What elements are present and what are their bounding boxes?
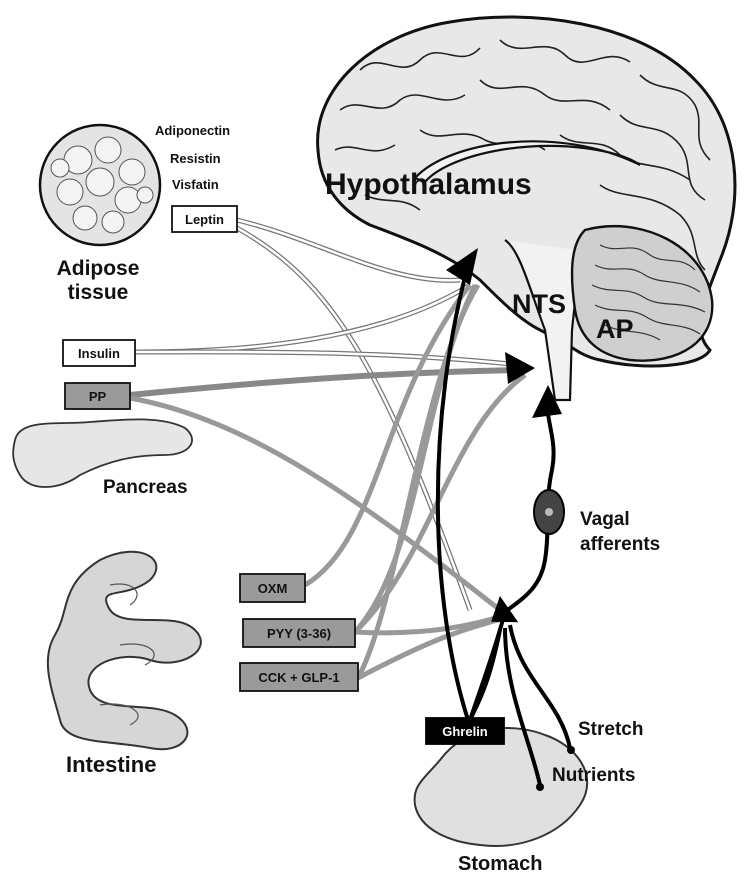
intestine-label: Intestine xyxy=(66,752,156,777)
hypothalamus-label: Hypothalamus xyxy=(325,168,532,201)
resistin-label: Resistin xyxy=(170,151,221,166)
stretch-receptor-dot xyxy=(567,746,575,754)
pyy-box: PYY (3-36) xyxy=(243,619,355,647)
cck-glp1-box: CCK + GLP-1 xyxy=(240,663,358,691)
pyy-label: PYY (3-36) xyxy=(267,626,331,641)
leptin-label: Leptin xyxy=(185,212,224,227)
leptin-box: Leptin xyxy=(172,206,237,232)
pp-box: PP xyxy=(65,383,130,409)
insulin-box: Insulin xyxy=(63,340,135,366)
vagal-afferents-label-line2: afferents xyxy=(580,534,660,555)
oxm-label: OXM xyxy=(258,581,288,596)
intestine-organ xyxy=(48,552,201,749)
nutrient-receptor-dot xyxy=(536,783,544,791)
adipose-label-line1: Adipose xyxy=(57,257,140,280)
visfatin-label: Visfatin xyxy=(172,177,219,192)
brain xyxy=(318,17,735,400)
ghrelin-label: Ghrelin xyxy=(442,724,488,739)
pancreas-label: Pancreas xyxy=(103,477,188,498)
vagal-afferents-label-line1: Vagal xyxy=(580,509,630,530)
insulin-label: Insulin xyxy=(78,346,120,361)
stomach-organ xyxy=(415,728,588,846)
insulin-pathway xyxy=(135,285,470,352)
nutrients-label: Nutrients xyxy=(552,765,635,786)
ghrelin-box: Ghrelin xyxy=(426,718,504,744)
stomach-label: Stomach xyxy=(458,853,542,875)
adipose-label-line2: tissue xyxy=(68,281,129,304)
adiponectin-label: Adiponectin xyxy=(155,123,230,138)
nts-label: NTS xyxy=(512,289,566,319)
stretch-label: Stretch xyxy=(578,719,643,740)
oxm-box: OXM xyxy=(240,574,305,602)
pp-label: PP xyxy=(89,389,107,404)
pp-pathway xyxy=(130,370,520,395)
adipose-tissue xyxy=(40,125,160,245)
hormone-pathways xyxy=(130,220,525,678)
cck-glp1-label: CCK + GLP-1 xyxy=(258,670,339,685)
ap-label: AP xyxy=(596,314,634,344)
